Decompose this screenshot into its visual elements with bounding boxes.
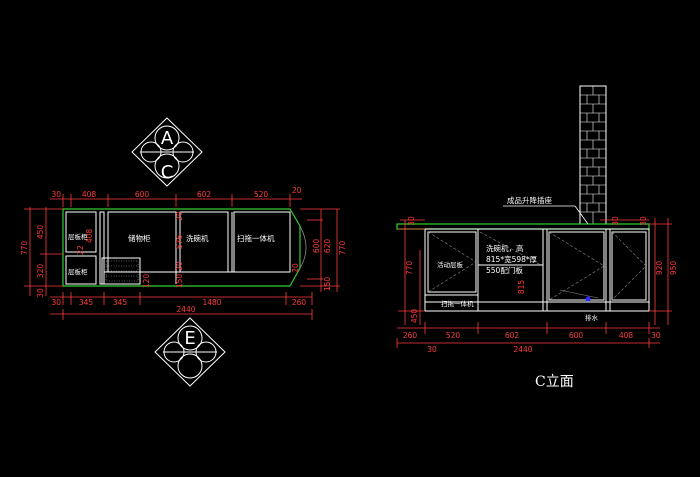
plan-inner-dim-20b: 20 xyxy=(175,261,184,271)
plan-counter-outline xyxy=(62,208,301,287)
plan-right-dim-770: 770 xyxy=(338,241,347,256)
elevation-label-dishwasher-1: 洗碗机，高 xyxy=(486,243,524,253)
plan-label-shelf-top: 层板柜 xyxy=(68,232,88,241)
plan-top-dim-5: 520 xyxy=(254,190,269,199)
elevation-door-swing-lines xyxy=(427,231,647,301)
elevation-top-dim-2: 30 xyxy=(611,216,620,226)
plan-label-shelf-bottom: 层板柜 xyxy=(68,267,88,276)
plan-inner-dim-22: 22 xyxy=(76,245,85,255)
plan-inner-dim-576: 576 xyxy=(175,235,184,250)
elevation-label-dishwasher-2: 815*宽598*厚 xyxy=(486,254,538,264)
plan-left-dim-320: 320 xyxy=(36,264,45,279)
plan-label-dishwasher: 洗碗机 xyxy=(186,233,209,243)
elevation-label-drawer: 活动层板 xyxy=(437,260,464,269)
plan-sink-hatch xyxy=(105,260,139,282)
plan-inner-dim-408: 408 xyxy=(85,229,94,244)
plan-inner-dim-20c: 20 xyxy=(291,263,300,273)
plan-top-dim-2: 408 xyxy=(82,190,97,199)
plan-bottom-dim-3: 345 xyxy=(113,298,128,307)
plan-top-dim-4: 602 xyxy=(197,190,212,199)
elevation-bottom-dim-2: 520 xyxy=(446,331,461,340)
elevation-label-dishwasher-3: 550配门板 xyxy=(486,265,523,275)
plan-inner-dim-120: 120 xyxy=(142,274,151,289)
plan-right-dim-150: 150 xyxy=(323,277,332,292)
elevation-view: 成品升降插座 30 30 30 260 520 602 600 408 30 2… xyxy=(396,85,678,390)
plan-left-dim-30: 30 xyxy=(36,288,45,298)
plan-right-dim-620: 620 xyxy=(323,239,332,254)
elevation-right-dim-950: 950 xyxy=(669,261,678,276)
elevation-inner-dim-815: 815 xyxy=(517,280,526,295)
plan-right-dim-600: 600 xyxy=(312,239,321,254)
plan-bottom-dim-1: 30 xyxy=(51,298,61,307)
elevation-overall-dim: 2440 xyxy=(513,345,532,354)
plan-inner-dim-150: 150 xyxy=(175,274,184,289)
elevation-left-dim-770: 770 xyxy=(405,261,414,276)
elevation-bottom-dim-3: 602 xyxy=(505,331,520,340)
elevation-top-dim-3: 30 xyxy=(639,216,648,226)
section-symbol-e xyxy=(154,317,226,387)
plan-bottom-dim-2: 345 xyxy=(79,298,94,307)
plan-left-dim-770: 770 xyxy=(20,241,29,256)
section-label-a: A xyxy=(161,128,174,149)
elevation-view-title: C立面 xyxy=(535,374,574,390)
section-label-e: E xyxy=(184,328,195,349)
plan-top-dim-1: 30 xyxy=(51,190,61,199)
elevation-brick-column xyxy=(579,85,607,225)
elevation-drain-marker xyxy=(585,296,591,302)
elevation-bottom-dim-1: 260 xyxy=(403,331,418,340)
plan-label-sweeper: 扫拖一体机 xyxy=(237,233,275,243)
plan-inner-dim-20a: 20 xyxy=(175,211,184,221)
elevation-left-dim-450: 450 xyxy=(410,309,419,324)
plan-top-dim-6: 20 xyxy=(292,186,302,195)
elevation-bottom-dim-left-30: 30 xyxy=(427,345,437,354)
elevation-top-dim-1: 30 xyxy=(407,216,416,226)
plan-bottom-dim-5: 260 xyxy=(292,298,307,307)
elevation-label-sweeper: 扫拖一体机 xyxy=(441,299,474,308)
plan-top-dim-3: 600 xyxy=(135,190,150,199)
plan-label-storage: 储物柜 xyxy=(128,233,151,243)
elevation-bottom-dim-4: 600 xyxy=(569,331,584,340)
elevation-label-drain: 排水 xyxy=(585,313,599,322)
section-symbol-ac xyxy=(131,117,203,187)
plan-view: 30 408 600 602 520 20 30 345 345 1480 26… xyxy=(20,186,347,320)
plan-overall-dim: 2440 xyxy=(176,305,195,314)
elevation-bottom-dim-5: 408 xyxy=(619,331,634,340)
plan-bottom-dim-4: 1480 xyxy=(202,298,221,307)
plan-left-dim-450: 450 xyxy=(36,225,45,240)
elevation-bottom-dim-6: 30 xyxy=(651,331,661,340)
elevation-right-dim-920: 920 xyxy=(655,261,664,276)
elevation-callout-socket: 成品升降插座 xyxy=(507,195,552,205)
section-label-c: C xyxy=(161,162,174,183)
